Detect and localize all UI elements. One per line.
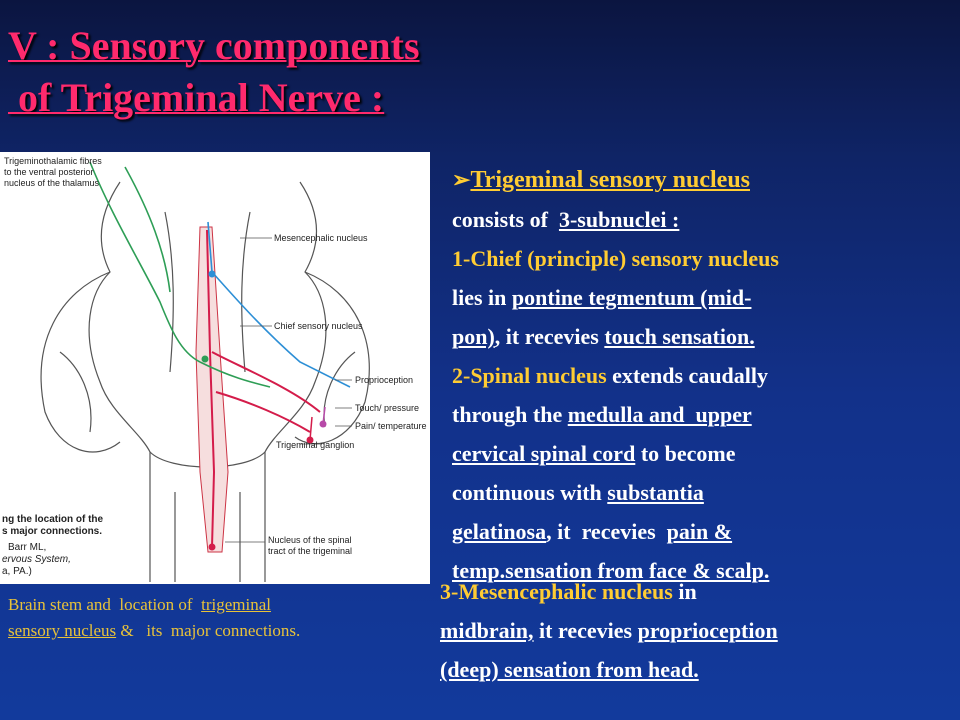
text-receives-3: it recevies: [533, 618, 638, 643]
caption-text-4: & its major connections.: [116, 621, 301, 640]
label-thalamic-2: to the ventral posterior: [4, 167, 94, 177]
text-receives-1: , it recevies: [494, 324, 605, 349]
text-gelatinosa: gelatinosa: [452, 519, 547, 544]
text-extends: extends caudally: [606, 363, 769, 388]
caption-text-3: sensory nucleus: [8, 621, 117, 640]
text-mes-in: in: [672, 579, 697, 604]
label-touch: Touch/ pressure: [355, 403, 419, 413]
label-mesencephalic: Mesencephalic nucleus: [274, 233, 368, 243]
label-spinal-2: tract of the trigeminal: [268, 546, 352, 556]
text-pon: pon): [452, 324, 495, 349]
chief-nucleus-label: 1-Chief (principle) sensory nucleus: [452, 246, 779, 271]
spinal-nucleus-label: 2-Spinal nucleus: [452, 363, 607, 388]
arrow-bullet-icon: ➢: [452, 167, 471, 192]
text-subnuclei: 3-subnuclei :: [558, 207, 680, 232]
label-edge-3: Barr ML,: [8, 542, 46, 553]
text-pontine: pontine tegmentum (mid-: [511, 285, 752, 310]
mesencephalic-nucleus-label: 3-Mesencephalic nucleus: [440, 579, 673, 604]
text-continuous: continuous with: [452, 480, 608, 505]
caption-text-2: trigeminal: [201, 595, 271, 614]
label-edge-4: ervous System,: [2, 554, 71, 565]
brainstem-diagram: Trigeminothalamic fibres to the ventral …: [0, 152, 430, 584]
text-to-become: to become: [635, 441, 736, 466]
text-touch: touch sensation.: [604, 324, 755, 349]
text-through: through the: [452, 402, 568, 427]
figure-caption: Brain stem and location of trigeminal se…: [8, 592, 418, 644]
text-proprioception: proprioception: [637, 618, 778, 643]
label-thalamic-1: Trigeminothalamic fibres: [4, 156, 102, 166]
label-pain: Pain/ temperature: [355, 421, 427, 431]
title-line-1: V : Sensory components: [8, 23, 420, 68]
text-substantia: substantia: [607, 480, 704, 505]
label-chief: Chief sensory nucleus: [274, 321, 363, 331]
label-thalamic-3: nucleus of the thalamus: [4, 178, 100, 188]
text-pain: pain &: [666, 519, 733, 544]
caption-text-1: Brain stem and location of: [8, 595, 202, 614]
label-ganglion: Trigeminal ganglion: [276, 440, 354, 450]
text-lies-in: lies in: [452, 285, 512, 310]
brainstem-drawing: Trigeminothalamic fibres to the ventral …: [2, 156, 427, 582]
text-temp: temp.sensation from face & scalp.: [452, 558, 770, 583]
label-edge-5: a, PA.): [2, 566, 32, 577]
label-edge-2: s major connections.: [2, 526, 102, 537]
text-receives-2: , it recevies: [546, 519, 667, 544]
text-consists: consists of: [452, 207, 559, 232]
label-proprioception: Proprioception: [355, 375, 413, 385]
label-spinal-1: Nucleus of the spinal: [268, 535, 352, 545]
mesencephalic-text: 3-Mesencephalic nucleus in midbrain, it …: [440, 572, 940, 689]
text-medulla: medulla and upper: [567, 402, 752, 427]
text-cervical: cervical spinal cord: [452, 441, 636, 466]
label-edge-1: ng the location of the: [2, 514, 104, 525]
text-deep: (deep) sensation from head.: [440, 657, 699, 682]
slide-title: V : Sensory components of Trigeminal Ner…: [8, 20, 420, 124]
title-line-2: of Trigeminal Nerve :: [8, 75, 385, 120]
content-text: ➢Trigeminal sensory nucleus consists of …: [452, 160, 952, 590]
heading-sensory-nucleus: Trigeminal sensory nucleus: [470, 167, 750, 193]
text-midbrain: midbrain,: [440, 618, 534, 643]
